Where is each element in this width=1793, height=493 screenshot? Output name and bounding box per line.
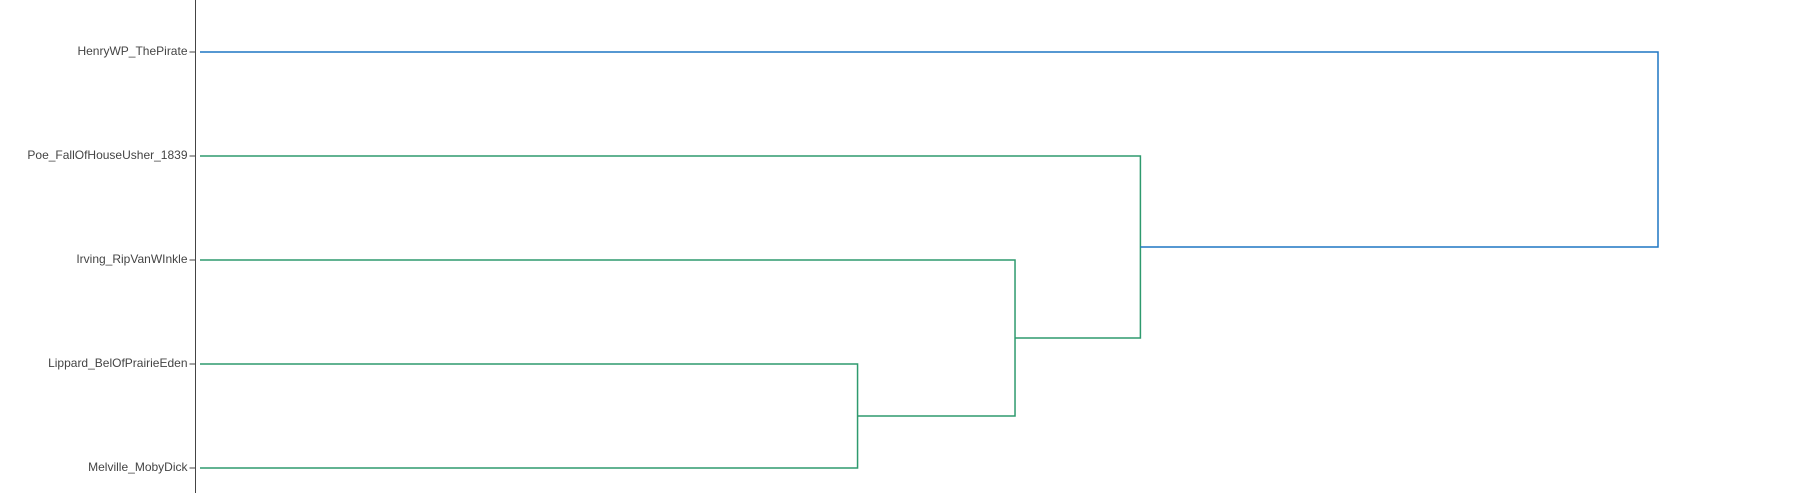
leaf-label: Lippard_BelOfPrairieEden bbox=[48, 356, 187, 370]
merge-link-3 bbox=[200, 155, 1142, 339]
dendrogram-links bbox=[200, 51, 1659, 469]
merge-link-2 bbox=[200, 259, 1016, 417]
leaf-label: Melville_MobyDick bbox=[88, 460, 188, 474]
merge-link-1 bbox=[200, 363, 859, 469]
leaf-label: HenryWP_ThePirate bbox=[77, 44, 187, 58]
leaf-ticks: HenryWP_ThePiratePoe_FallOfHouseUsher_18… bbox=[27, 44, 196, 474]
leaf-label: Irving_RipVanWInkle bbox=[76, 252, 187, 266]
merge-link-4 bbox=[200, 51, 1659, 248]
leaf-label: Poe_FallOfHouseUsher_1839 bbox=[27, 148, 187, 162]
